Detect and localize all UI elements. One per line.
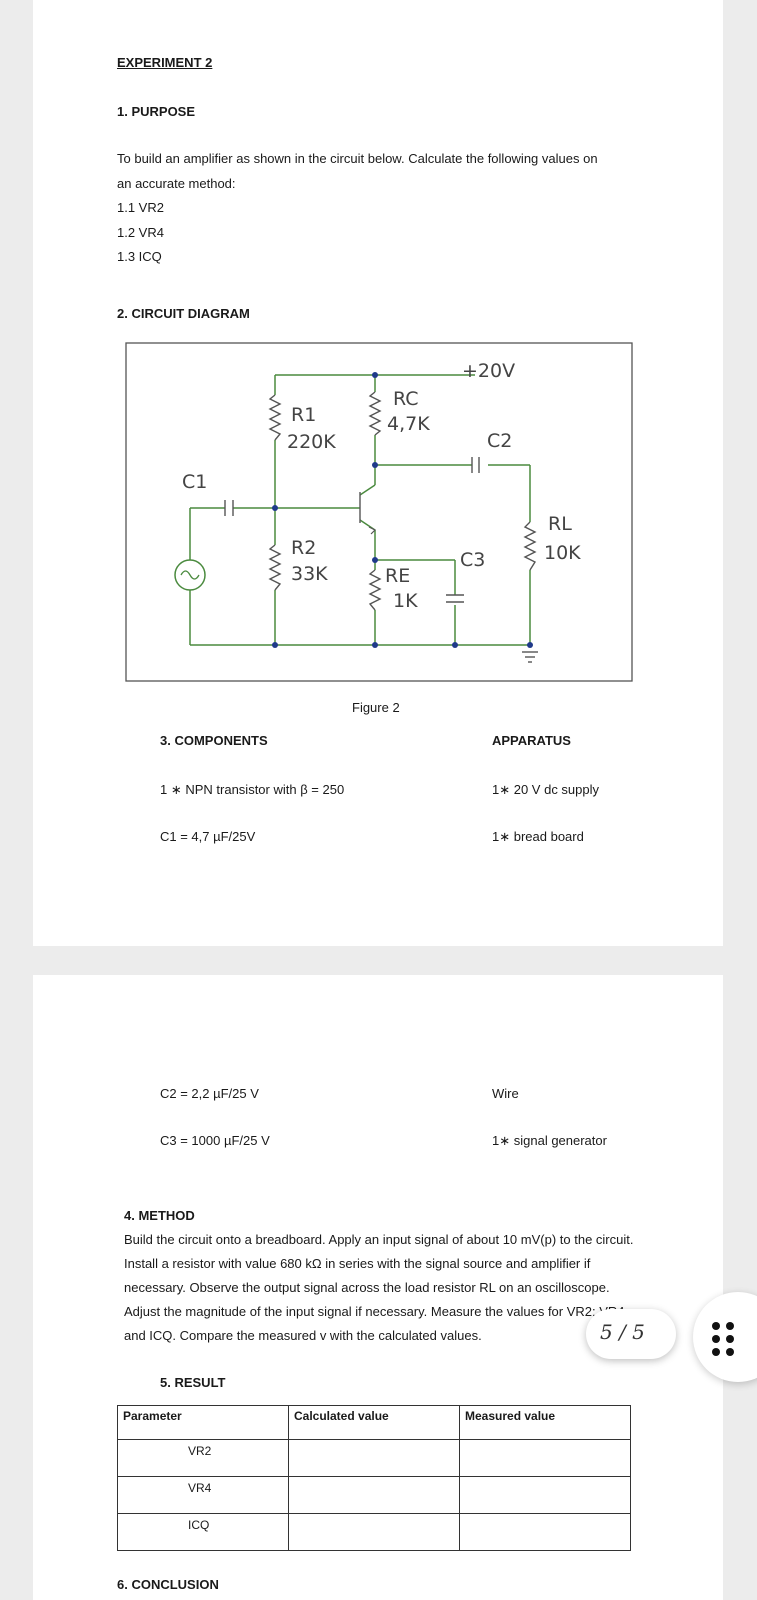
- measured-value-cell: [459, 1439, 631, 1477]
- calculated-value-cell: [288, 1439, 460, 1477]
- apparatus-item: Wire: [492, 1086, 519, 1101]
- page-indicator-text: 5 / 5: [600, 1320, 645, 1344]
- column-header: Parameter: [117, 1405, 289, 1440]
- c3-label: C3: [460, 549, 485, 571]
- parameter-cell: ICQ: [117, 1513, 289, 1551]
- calculated-value-cell: [288, 1513, 460, 1551]
- rc-value: 4,7K: [387, 413, 430, 435]
- conclusion-heading: 6. CONCLUSION: [117, 1577, 219, 1592]
- r1-value: 220K: [287, 431, 336, 453]
- purpose-text-line: an accurate method:: [117, 176, 236, 191]
- supply-label: +20V: [462, 360, 515, 382]
- measured-value-cell: [459, 1476, 631, 1514]
- table-row: VR4: [117, 1476, 631, 1514]
- more-options-button[interactable]: [693, 1292, 757, 1382]
- c1-label: C1: [182, 471, 207, 493]
- result-heading: 5. RESULT: [160, 1375, 226, 1390]
- table-row: VR2: [117, 1439, 631, 1477]
- calculated-value-cell: [288, 1476, 460, 1514]
- re-value: 1K: [393, 590, 418, 612]
- parameter-cell: VR4: [117, 1476, 289, 1514]
- rc-label: RC: [393, 388, 419, 410]
- rl-value: 10K: [544, 542, 581, 564]
- component-item: C3 = 1000 µF/25 V: [160, 1133, 270, 1148]
- document-page-1: [33, 0, 723, 946]
- measured-value-cell: [459, 1513, 631, 1551]
- method-text: Build the circuit onto a breadboard. App…: [124, 1232, 634, 1343]
- result-table: Parameter Calculated value Measured valu…: [117, 1405, 631, 1551]
- apparatus-item: 1∗ bread board: [492, 829, 584, 844]
- document-title: EXPERIMENT 2: [117, 55, 213, 70]
- diagram-frame: [125, 342, 633, 682]
- method-heading: 4. METHOD: [124, 1208, 195, 1223]
- r1-label: R1: [291, 404, 316, 426]
- parameter-cell: VR2: [117, 1439, 289, 1477]
- component-item: C2 = 2,2 µF/25 V: [160, 1086, 259, 1101]
- table-header-row: Parameter Calculated value Measured valu…: [117, 1405, 631, 1440]
- column-header: Calculated value: [288, 1405, 460, 1440]
- components-heading: 3. COMPONENTS: [160, 733, 268, 748]
- column-header: Measured value: [459, 1405, 631, 1440]
- purpose-heading: 1. PURPOSE: [117, 104, 196, 119]
- table-row: ICQ: [117, 1513, 631, 1551]
- circuit-heading: 2. CIRCUIT DIAGRAM: [117, 306, 250, 321]
- re-label: RE: [385, 565, 410, 587]
- component-item: C1 = 4,7 µF/25V: [160, 829, 256, 844]
- rl-label: RL: [548, 513, 572, 535]
- circuit-symbols: [224, 391, 538, 663]
- r2-label: R2: [291, 537, 316, 559]
- r2-value: 33K: [291, 563, 328, 585]
- purpose-item: 1.2 VR4: [117, 225, 164, 240]
- method-section: 4. METHOD Build the circuit onto a bread…: [124, 1204, 644, 1348]
- junction-dots: [272, 372, 533, 648]
- purpose-item: 1.1 VR2: [117, 200, 164, 215]
- apparatus-heading: APPARATUS: [492, 733, 571, 748]
- page-indicator[interactable]: 5 / 5: [586, 1309, 676, 1359]
- apparatus-item: 1∗ signal generator: [492, 1133, 607, 1148]
- figure-caption: Figure 2: [352, 700, 400, 715]
- purpose-text-line: To build an amplifier as shown in the ci…: [117, 151, 598, 166]
- circuit-diagram: +20V R1 220K RC 4,7K C2 C1 RL 10K R2 33K…: [125, 342, 633, 682]
- emitter-arrow: [368, 526, 377, 535]
- circuit-wires: [189, 374, 531, 646]
- apparatus-item: 1∗ 20 V dc supply: [492, 782, 600, 797]
- signal-source-icon: [174, 559, 206, 591]
- component-item: 1 ∗ NPN transistor with β = 250: [160, 782, 345, 797]
- purpose-item: 1.3 ICQ: [117, 249, 162, 264]
- c2-label: C2: [487, 430, 512, 452]
